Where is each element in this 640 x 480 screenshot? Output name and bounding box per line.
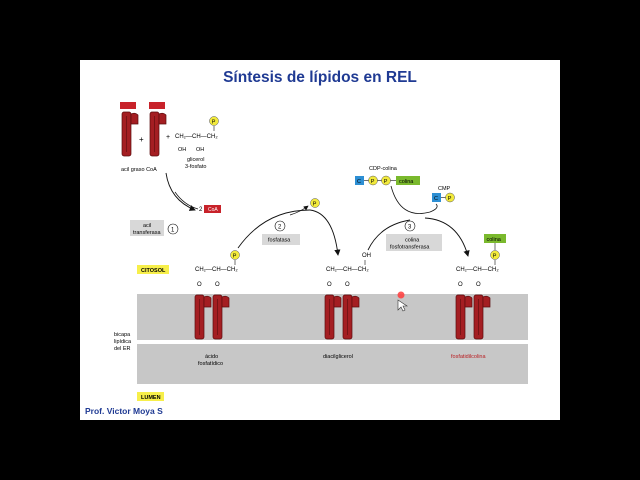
lumen-tag (137, 392, 164, 401)
ester-oxygen: O (215, 282, 220, 288)
step3-arc-a (367, 219, 411, 251)
glycerol-sub-label: 3-fosfato (185, 164, 206, 170)
enzyme3-label-1: colina (405, 238, 420, 244)
phosphate-label: P (448, 196, 452, 202)
choline-icon (484, 234, 506, 243)
ester-oxygen: O (458, 282, 463, 288)
oh-label: OH (196, 147, 204, 153)
choline-label: colina (487, 237, 502, 243)
phosphate-label: P (384, 179, 388, 185)
step1-branch (174, 191, 199, 210)
plus-sign: + (166, 134, 170, 141)
phosphate-label: P (313, 202, 317, 208)
ester-oxygen: O (197, 282, 202, 288)
coa-tag (149, 102, 165, 109)
slide-title: Síntesis de lípidos en REL (223, 69, 417, 86)
phosphate-icon (209, 116, 219, 126)
step2-marker (274, 220, 286, 232)
step3-marker (404, 220, 416, 232)
cytidine-icon (355, 176, 364, 185)
cdp-choline: CDP-colina C P P colina (355, 166, 420, 186)
step3-number: 3 (408, 225, 412, 231)
plus-sign: + (139, 135, 144, 144)
glycerol-chain: CH₂—CH—CH₂ (326, 267, 369, 273)
bilayer-label-2: lipídica (114, 339, 132, 345)
step1-arrow (165, 172, 196, 211)
diacylglycerol: OH CH₂—CH—CH₂ O O diacilglicerol (323, 253, 371, 360)
author-credit: Prof. Victor Moya S (85, 406, 163, 416)
phosphate-icon (490, 250, 500, 260)
choline-label: colina (399, 179, 414, 185)
enzyme1-box (130, 220, 164, 236)
pointer-dot (397, 291, 405, 299)
product-count: 2 (199, 207, 203, 213)
step2-number: 2 (278, 225, 282, 231)
acyl-coa-group: + acil graso CoA (120, 102, 167, 173)
acyl-coa-label: acil graso CoA (121, 167, 157, 173)
glycerol-label: glicerol (187, 157, 204, 163)
enzyme1-label-1: acil (143, 223, 151, 229)
enzyme3-label-2: fosfotransferasa (390, 245, 430, 251)
membrane-lower-leaflet (137, 344, 528, 384)
lumen-label: LUMEN (141, 395, 161, 401)
enzyme2-box (262, 234, 300, 245)
mouse-cursor-icon (397, 299, 408, 312)
cytosol-label: CITOSOL (141, 268, 166, 274)
choline-icon (396, 176, 420, 185)
phosphate-icon (310, 198, 320, 208)
bilayer-label-3: del ER (114, 346, 131, 352)
glycerol-chain: CH₂—CH—CH₂ (175, 134, 218, 140)
enzyme3-box (386, 234, 442, 251)
coa-product-label: CoA (208, 207, 218, 213)
step2-release-arrow (289, 205, 309, 216)
ester-oxygen: O (476, 282, 481, 288)
lipid-synthesis-diagram: bicapa lipídica del ER CITOSOL LUMEN + a… (114, 102, 528, 401)
ester-oxygen: O (327, 282, 332, 288)
oh-label: OH (178, 147, 186, 153)
step3-arc-b (424, 217, 470, 257)
cmp-label: CMP (438, 186, 451, 192)
enzyme1-label-2: transferasa (133, 230, 161, 236)
step1-marker (167, 223, 179, 235)
dag-label: diacilglicerol (323, 354, 353, 360)
phosphate-label: P (212, 120, 216, 126)
phosphate-label: P (493, 254, 497, 260)
glycerol-chain: CH₂—CH—CH₂ (195, 267, 238, 273)
pc-label: fosfatidilcolina (451, 354, 486, 360)
slide: Síntesis de lípidos en REL bicapa lipídi… (80, 60, 560, 420)
phosphate-icon (230, 250, 240, 260)
enzyme2-label: fosfatasa (268, 238, 291, 244)
coa-tag (120, 102, 136, 109)
phosphate-label: P (371, 179, 375, 185)
phosphatidylcholine: colina P CH₂—CH—CH₂ O O fosfatidilcolina (451, 234, 506, 360)
phosphate-icon (445, 192, 455, 203)
hydroxyl-label: OH (362, 253, 371, 259)
step1-number: 1 (171, 228, 175, 234)
step3-input-arrow (390, 185, 438, 214)
cytosol-tag (137, 265, 169, 274)
cytidine-icon (432, 193, 441, 202)
pa-label-2: fosfatídico (198, 361, 223, 367)
step2-arc-b (309, 209, 341, 256)
pa-label-1: ácido (205, 354, 218, 360)
coa-product-tag (204, 205, 221, 213)
phosphatidic-acid: P CH₂—CH—CH₂ O O ácido fosfatídico (194, 250, 240, 367)
cytidine-label: C (357, 179, 361, 185)
bilayer-label-1: bicapa (114, 332, 131, 338)
cytidine-label: C (434, 196, 438, 202)
glycerol-chain: CH₂—CH—CH₂ (456, 267, 499, 273)
glycerol-3-phosphate: + CH₂—CH—CH₂ P OH OH glicerol 3-fosfato (166, 116, 219, 170)
ester-oxygen: O (345, 282, 350, 288)
phosphate-label: P (233, 254, 237, 260)
cdp-choline-label: CDP-colina (369, 166, 398, 172)
